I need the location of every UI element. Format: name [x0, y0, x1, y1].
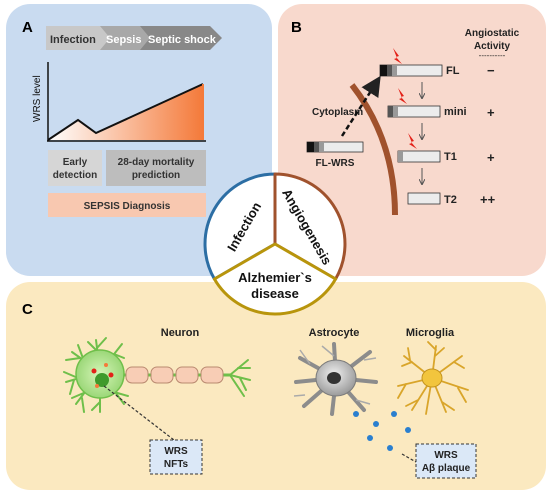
fl-wrs-label: FL-WRS: [316, 158, 355, 169]
secretion-arrow: [340, 75, 381, 137]
form-t2-label: T2: [444, 194, 457, 206]
cleavage-spark-icon: [398, 88, 407, 104]
form-mini-label: mini: [444, 106, 467, 118]
fl-wrs-fragment: FL-WRS: [306, 141, 364, 169]
early-line-2: detection: [53, 170, 97, 181]
myelin-sheath: [175, 366, 199, 384]
septic-shock-arrow: [140, 26, 222, 50]
cell-membrane: [349, 83, 398, 216]
form-fl-label: FL: [446, 65, 460, 77]
center-venn: Infection Angiogenesis Alzhemier`s disea…: [203, 172, 347, 316]
microglia-illustration: [397, 341, 469, 415]
infection-stage-label: Infection: [50, 34, 96, 46]
microglia-label: Microglia: [406, 327, 455, 339]
activity-header-line-1: Angiostatic: [465, 28, 520, 39]
astrocyte-nucleus: [327, 372, 341, 384]
astrocyte-illustration: [293, 342, 378, 416]
astrocyte-callout-line: [401, 453, 417, 463]
panel-c: C Neuron Astrocyte Microglia: [6, 282, 546, 490]
activity-header-line-2: Activity: [474, 41, 511, 52]
axon-terminals: [229, 359, 251, 397]
cytoplasm-label: Cytoplasm: [312, 107, 363, 118]
cleavage-spark-icon: [393, 48, 402, 64]
panel-c-letter: C: [22, 301, 33, 318]
y-axis-label: WRS level: [32, 75, 43, 122]
alzheimer-label-line-1: Alzhemier`s: [238, 270, 312, 285]
mortality-line-2: prediction: [132, 170, 180, 181]
form-t1-activity: +: [487, 150, 495, 165]
astro-box-line-1: WRS: [434, 450, 458, 461]
astrocyte-label: Astrocyte: [309, 327, 360, 339]
neuron-illustration: [63, 337, 251, 413]
panel-a-letter: A: [22, 19, 33, 36]
mortality-prediction-box: 28-day mortality prediction: [106, 150, 206, 186]
diagnosis-label: SEPSIS Diagnosis: [84, 201, 171, 212]
fragment-fl: FL −: [379, 48, 495, 78]
panel-a: A Infection Sepsis Septic shock WRS leve…: [6, 4, 272, 276]
fragment-t1: T1 +: [397, 133, 495, 165]
panel-b: B Angiostatic Activity ---------- Cytopl…: [278, 4, 546, 276]
astro-box-line-2: Aβ plaque: [422, 463, 471, 474]
activity-header-rule: ----------: [479, 51, 506, 60]
neuron-box-line-2: NFTs: [164, 459, 189, 470]
sepsis-diagnosis-bar: SEPSIS Diagnosis: [48, 193, 206, 217]
progression-arrows: Infection Sepsis Septic shock: [46, 26, 222, 50]
wrs-trend-plot: WRS level: [32, 62, 206, 142]
myelin-sheath: [200, 366, 224, 384]
myelin-sheath: [150, 366, 174, 384]
astro-wrs-box: WRS Aβ plaque: [415, 443, 477, 479]
sepsis-stage-label: Sepsis: [106, 34, 141, 46]
fragment-mini: mini +: [387, 88, 495, 120]
form-t1-label: T1: [444, 151, 457, 163]
neuron-box-line-1: WRS: [164, 446, 188, 457]
alzheimer-label-line-2: disease: [251, 286, 299, 301]
form-fl-activity: −: [487, 63, 495, 78]
alzheimer-sector: [212, 242, 338, 316]
early-line-1: Early: [63, 157, 88, 168]
cleavage-spark-icon: [408, 133, 417, 149]
myelin-sheath: [125, 366, 149, 384]
fragment-t2: T2 ++: [407, 192, 496, 207]
wrs-trend-line: [47, 83, 204, 141]
neuron-label: Neuron: [161, 327, 200, 339]
mortality-line-1: 28-day mortality: [118, 157, 195, 168]
abeta-plaque-dots: [353, 411, 411, 451]
panel-b-letter: B: [291, 19, 302, 36]
microglia-body: [421, 368, 443, 388]
infection-arrow: [46, 26, 114, 50]
form-mini-activity: +: [487, 105, 495, 120]
sepsis-arrow: [100, 26, 156, 50]
neuron-nucleus: [95, 373, 109, 387]
form-t2-activity: ++: [480, 192, 496, 207]
septic-shock-stage-label: Septic shock: [148, 34, 217, 46]
panel-c-background: [6, 282, 546, 490]
early-detection-box: Early detection: [48, 150, 102, 186]
wrs-area: [48, 84, 203, 140]
neuron-wrs-box: WRS NFTs: [149, 439, 203, 475]
